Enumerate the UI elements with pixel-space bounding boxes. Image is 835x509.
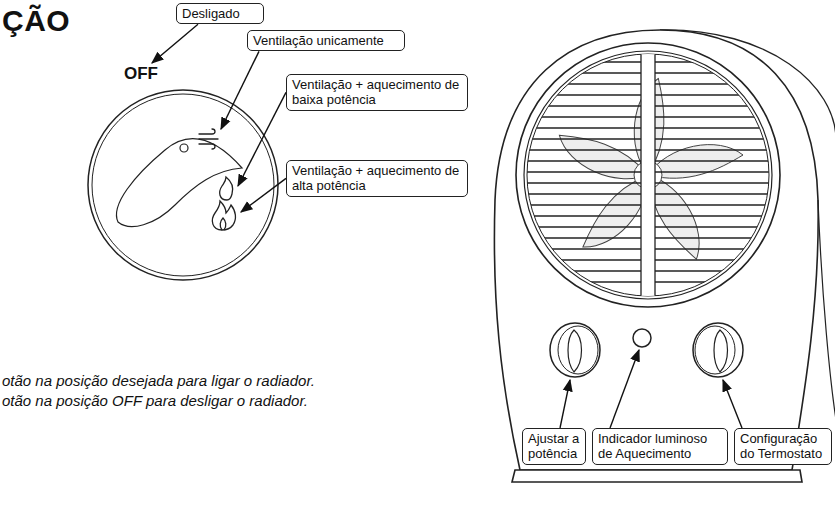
callout-text: Ventilação unicamente [253, 33, 399, 48]
leader-arrow [152, 24, 198, 63]
callout-box: Indicador luminoso de Aquecimento [592, 428, 728, 465]
dial [88, 90, 278, 280]
callout-text: Ventilação + aquecimento de baixa potênc… [292, 77, 462, 108]
leader-arrow [221, 51, 259, 129]
leader-lines [152, 24, 742, 428]
callout-text: Configuração do Termostato [740, 431, 826, 462]
callout-box: Ventilação + aquecimento de baixa potênc… [286, 74, 468, 111]
callout-box: Ventilação unicamente [247, 30, 405, 51]
high-heat-symbol [212, 201, 235, 230]
callout-text: Desligado [182, 6, 258, 21]
instruction-note: otão na posição OFF para desligar o radi… [2, 392, 308, 409]
fan-symbol [199, 129, 218, 149]
leader-arrow [238, 92, 286, 186]
callout-box: Configuração do Termostato [734, 428, 832, 465]
instruction-note: otão na posição desejada para ligar o ra… [2, 372, 315, 389]
controls [550, 323, 743, 377]
callout-text: Indicador luminoso de Aquecimento [598, 431, 722, 462]
leader-arrow [241, 178, 286, 212]
callout-text: Ventilação + aquecimento de alta potênci… [292, 163, 462, 194]
low-heat-symbol [220, 177, 233, 200]
callout-box: Ventilação + aquecimento de alta potênci… [286, 160, 468, 197]
callout-box: Ajustar a potência [522, 428, 586, 465]
heater [494, 30, 835, 482]
leader-arrow [560, 380, 570, 428]
callout-box: Desligado [176, 3, 264, 24]
callout-text: Ajustar a potência [528, 431, 580, 462]
leader-arrow [723, 380, 742, 428]
grille [520, 50, 780, 300]
title: ÇÃO [2, 4, 70, 38]
leader-arrow [610, 350, 639, 428]
position-mark: OFF [124, 64, 158, 84]
